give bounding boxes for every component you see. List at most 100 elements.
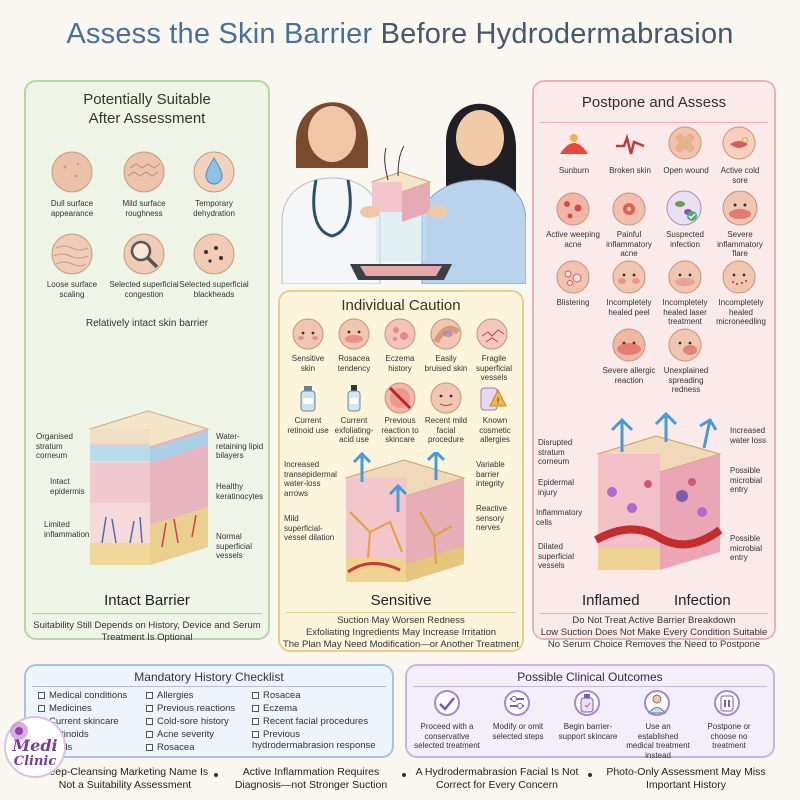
history-check-item[interactable]: Allergies <box>146 690 193 701</box>
history-check-item[interactable]: Rosacea <box>146 742 195 753</box>
caution-item-label: Current retinoid use <box>287 416 329 435</box>
history-check-item[interactable]: Cold-sore history <box>146 716 229 727</box>
checkbox[interactable] <box>252 705 259 712</box>
checkbox[interactable] <box>252 692 259 699</box>
sensitive-skin-icon <box>292 318 324 350</box>
divider <box>32 613 262 614</box>
checkbox[interactable] <box>146 692 153 699</box>
checkbox[interactable] <box>252 731 259 738</box>
outcomes-panel: Possible Clinical Outcomes Proceed with … <box>405 664 775 760</box>
acid-bottle-icon <box>347 385 361 412</box>
outcome-label: Modify or omit selected steps <box>492 722 544 741</box>
history-check-item[interactable]: Medicines <box>38 703 92 714</box>
outcome-label: Postpone or choose no treatment <box>707 722 751 750</box>
postpone-item-label: Open wound <box>663 166 709 175</box>
suitable-panel: Potentially Suitable After Assessment Du… <box>24 80 270 643</box>
postpone-notes: Do Not Treat Active Barrier Breakdown Lo… <box>540 615 768 650</box>
postpone-heading: Postpone and Assess <box>581 94 727 111</box>
fragile-vessels-icon <box>476 318 508 350</box>
postpone-item-label: Incompletely healed peel <box>606 298 652 317</box>
recent-procedure-icon <box>430 382 462 414</box>
checkbox[interactable] <box>146 718 153 725</box>
healed-peel-icon <box>612 260 646 294</box>
intact-label: Healthy keratinocytes <box>216 482 264 501</box>
title-part-1: Assess the Skin Barrier <box>66 18 373 50</box>
outcome-label: Use an established medical treatment ins… <box>626 722 690 760</box>
weeping-acne-icon <box>556 192 590 226</box>
inflamed-label: Dilated superficial vessels <box>538 542 575 570</box>
divider <box>540 613 768 614</box>
postpone-item-label: Active weeping acne <box>546 230 600 249</box>
suitable-item-label: Temporary dehydration <box>193 199 235 218</box>
suitable-item-label: Selected superficial blackheads <box>179 280 249 299</box>
allergy-warning-icon: ! <box>480 387 507 411</box>
checkbox[interactable] <box>146 731 153 738</box>
footer-separator <box>402 773 406 777</box>
modify-icon <box>504 690 530 716</box>
footer-message: Active Inflammation Requires Diagnosis—n… <box>234 766 388 791</box>
intact-label: Limited inflammation <box>44 520 90 539</box>
suitable-item-label: Loose surface scaling <box>46 280 98 299</box>
sensitive-label: Variable barrier integrity <box>476 460 505 488</box>
rosacea-icon <box>338 318 370 350</box>
checkbox[interactable] <box>38 705 45 712</box>
postpone-item-label: Suspected infection <box>666 230 704 249</box>
title-part-2: Before Hydrodermabrasion <box>380 18 734 50</box>
intact-label: Normal superficial vessels <box>216 532 253 560</box>
checkbox[interactable] <box>38 692 45 699</box>
allergic-reaction-icon <box>612 328 646 362</box>
infection-label: Increased water loss <box>730 426 767 445</box>
page-title: Assess the Skin Barrier Before Hydroderm… <box>0 18 800 51</box>
caution-item-label: Sensitive skin <box>291 354 325 373</box>
doctor-icon <box>644 690 670 716</box>
footer-message: A Hydrodermabrasion Facial Is Not Correc… <box>415 766 579 791</box>
broken-skin-icon <box>616 133 645 155</box>
checkbox[interactable] <box>146 705 153 712</box>
postpone-item-label: Blistering <box>556 298 590 307</box>
checkbox[interactable] <box>252 718 259 725</box>
caution-item-label: Easily bruised skin <box>424 354 468 373</box>
history-check-item[interactable]: Acne severity <box>146 729 214 740</box>
suspected-infection-icon <box>666 190 702 226</box>
history-check-item[interactable]: Medical conditions <box>38 690 127 701</box>
history-check-item[interactable]: Previous reactions <box>146 703 235 714</box>
magnifier-icon <box>123 233 165 275</box>
footer-message: Deep-Cleansing Marketing Name Is Not a S… <box>41 766 209 791</box>
logo-line-2: Clinic <box>13 754 57 769</box>
logo-line-1: Medi <box>12 736 58 755</box>
dehydration-icon <box>193 151 235 193</box>
postpone-panel: Postpone and Assess Sunburn Broken skin … <box>532 80 776 650</box>
inflamed-caption: Inflamed <box>582 592 640 609</box>
history-check-item[interactable]: Rosacea <box>252 690 301 701</box>
postpone-item-label: Sunburn <box>558 166 590 175</box>
checkbox[interactable] <box>146 744 153 751</box>
skincare-reaction-icon <box>384 382 416 414</box>
caution-panel: Individual Caution Sensitive skin Rosace… <box>278 290 524 652</box>
retinoid-bottle-icon <box>300 386 316 412</box>
skincare-bottle-icon <box>574 690 600 716</box>
eczema-icon <box>384 318 416 350</box>
bruised-skin-icon <box>430 318 462 350</box>
outcome-label: Begin barrier-support skincare <box>558 722 618 741</box>
blackheads-icon <box>193 233 235 275</box>
flower-icon <box>10 722 28 740</box>
sensitive-skin-diagram <box>344 452 466 582</box>
clinic-logo: Medi Clinic <box>4 716 66 778</box>
history-check-item[interactable]: Previous hydrodermabrasion response <box>252 729 376 751</box>
inflamed-skin-diagram <box>594 412 723 570</box>
caution-item-label: Previous reaction to skincare <box>381 416 419 444</box>
history-check-item[interactable]: Recent facial procedures <box>252 716 368 727</box>
postpone-item-label: Severe allergic reaction <box>602 366 656 385</box>
postpone-item-label: Incompletely healed microneedling <box>716 298 766 326</box>
inflammatory-acne-icon <box>612 192 646 226</box>
postpone-item-label: Active cold sore <box>720 166 760 185</box>
inflamed-label: Inflammatory cells <box>536 508 583 527</box>
caution-item-label: Recent mild facial procedure <box>424 416 468 444</box>
sensitive-caption: Sensitive <box>370 592 432 609</box>
infection-label: Possible microbial entry <box>730 466 763 494</box>
dull-surface-icon <box>51 151 93 193</box>
inflamed-label: Disrupted stratum corneum <box>538 438 573 466</box>
caution-item-label: Eczema history <box>385 354 415 373</box>
footer-message: Photo-Only Assessment May Miss Important… <box>606 766 766 791</box>
history-check-item[interactable]: Eczema <box>252 703 297 714</box>
